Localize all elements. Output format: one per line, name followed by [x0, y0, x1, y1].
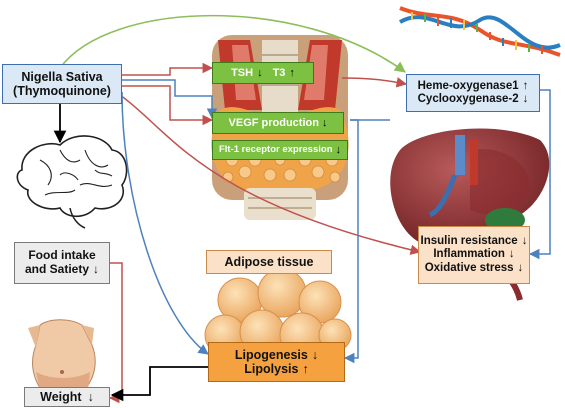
lipo-line1-arrow: ↓: [311, 347, 319, 362]
t3-label: T3: [272, 66, 286, 79]
adipose-tissue-box: Adipose tissue: [206, 250, 332, 274]
heme-line2-arrow: ↓: [522, 93, 529, 105]
lipo-line1: Lipogenesis: [234, 347, 308, 362]
insulin-line2: Inflammation: [433, 248, 505, 261]
insulin-line1-arrow: ↓: [521, 235, 528, 248]
flt1-label: Flt-1 receptor expression: [218, 143, 333, 155]
food-intake-box: Food intake and Satiety ↓: [14, 242, 110, 284]
dna-icon: [399, 6, 561, 57]
heme-line1-arrow: ↑: [522, 79, 529, 92]
heme-line1: Heme-oxygenase1: [417, 79, 519, 92]
lipogenesis-box: Lipogenesis ↓ Lipolysis ↑: [208, 342, 345, 382]
vegf-arrow: ↓: [321, 116, 328, 129]
vegf-label: VEGF production: [228, 116, 319, 129]
insulin-line2-arrow: ↓: [508, 248, 515, 261]
lipo-line2-arrow: ↑: [302, 362, 309, 376]
adipose-label: Adipose tissue: [224, 254, 314, 269]
flt1-receptor-box: Flt-1 receptor expression ↓: [212, 140, 348, 160]
tsh-arrow: ↓: [257, 66, 263, 79]
heme-oxygenase-box: Heme-oxygenase1 ↑ Cyclooxygenase-2 ↓: [406, 74, 540, 112]
flt1-arrow: ↓: [335, 143, 342, 156]
insulin-line3: Oxidative stress: [424, 261, 514, 274]
nigella-line1: Nigella Sativa: [21, 69, 103, 84]
tsh-label: TSH: [231, 66, 254, 79]
nigella-line2: (Thymoquinone): [13, 84, 111, 98]
weight-arrow: ↓: [87, 389, 94, 404]
t3-arrow: ↑: [289, 66, 295, 79]
weight-box: Weight ↓: [24, 387, 110, 407]
torso-icon: [28, 319, 96, 390]
weight-label: Weight: [40, 389, 82, 404]
food-line1: Food intake: [28, 248, 96, 263]
insulin-resistance-box: Insulin resistance ↓ Inflammation ↓ Oxid…: [418, 226, 530, 284]
lipo-line2: Lipolysis: [244, 362, 299, 376]
nigella-sativa-box: Nigella Sativa (Thymoquinone): [2, 64, 122, 104]
insulin-line1: Insulin resistance: [420, 235, 518, 248]
brain-icon: [16, 135, 128, 229]
vegf-production-box: VEGF production ↓: [212, 112, 344, 134]
insulin-line3-arrow: ↓: [517, 261, 524, 274]
heme-line2: Cyclooxygenase-2: [417, 93, 519, 105]
food-line2: and Satiety: [24, 262, 90, 276]
tsh-t3-box: TSH ↓ T3 ↑: [212, 62, 314, 84]
food-arrow: ↓: [93, 262, 100, 276]
liver-icon: [390, 128, 550, 301]
